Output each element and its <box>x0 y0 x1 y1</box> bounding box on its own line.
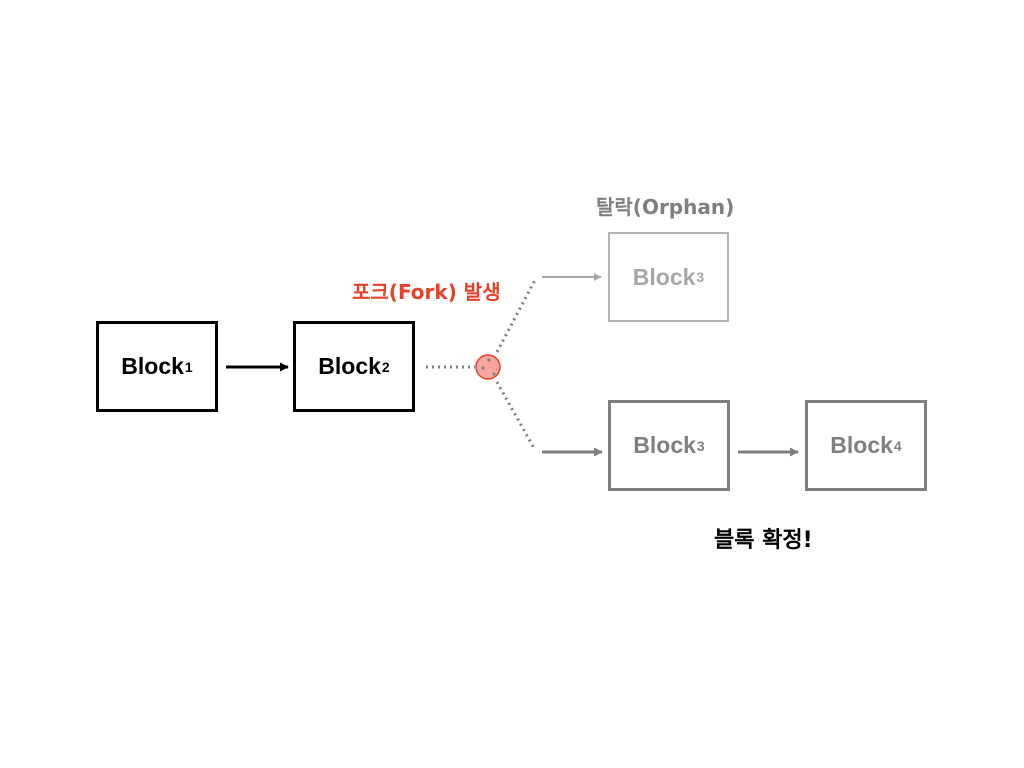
fork-dot <box>481 366 485 370</box>
block-3-orphan-name: Block <box>632 263 696 290</box>
fork-dot <box>487 358 491 362</box>
block-4-subscript: 4 <box>893 437 902 454</box>
fork-label: 포크(Fork) 발생 <box>352 280 501 304</box>
block-4-name: Block <box>830 432 893 458</box>
block-2-subscript: 2 <box>381 358 390 375</box>
dotted-branch-up <box>495 279 537 353</box>
confirmed-label: 블록 확정! <box>714 528 813 553</box>
orphan-label: 탈락(Orphan) <box>596 195 735 219</box>
block-1-name: Block <box>121 353 184 379</box>
fork-dot <box>492 372 496 376</box>
fork-point-icon <box>475 354 501 380</box>
block-1-subscript: 1 <box>184 358 193 375</box>
block-2-name: Block <box>318 353 381 379</box>
block-3-orphan-subscript: 3 <box>696 269 705 285</box>
block-3-main-subscript: 3 <box>696 437 705 454</box>
dotted-branch-down <box>495 381 537 451</box>
block-3-main-name: Block <box>633 432 696 458</box>
